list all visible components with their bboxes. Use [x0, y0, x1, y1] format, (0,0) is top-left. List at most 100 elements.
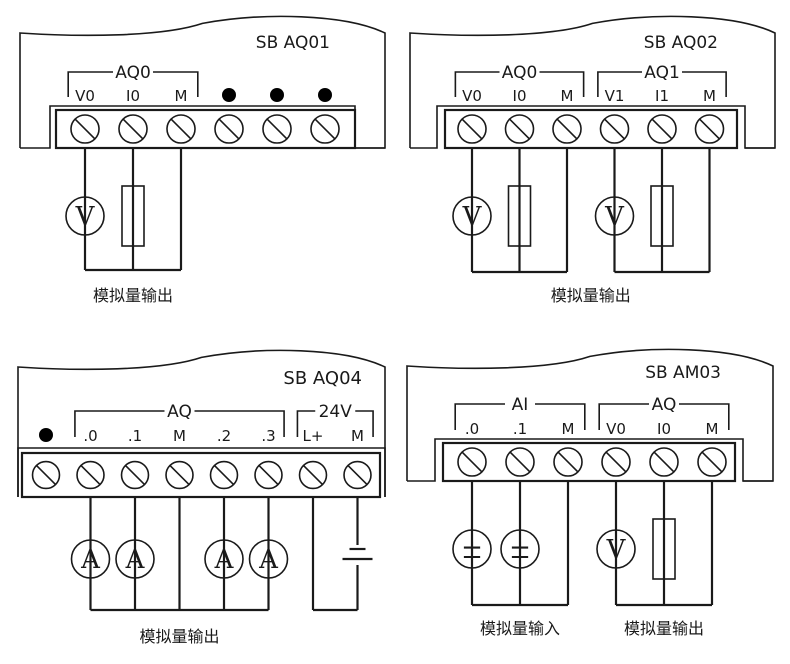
- diagram-caption: 模拟量输出: [551, 286, 631, 305]
- screw-slot: [556, 118, 578, 140]
- ammeter-icon: A: [204, 539, 244, 579]
- terminal-label: M: [703, 87, 716, 105]
- screw-head: [553, 447, 583, 477]
- screw-slot: [302, 464, 324, 486]
- screw-head: [262, 114, 292, 144]
- source-icon: ±: [500, 529, 540, 569]
- meter-circle: [65, 196, 105, 236]
- meter-symbol: A: [258, 545, 279, 575]
- terminal-label: M: [173, 427, 186, 445]
- module-model-label: SB AQ01: [256, 33, 330, 53]
- screw-head: [70, 114, 100, 144]
- meter-symbol: V: [462, 202, 483, 232]
- screw-slot: [122, 118, 144, 140]
- screw-head: [504, 114, 535, 144]
- terminal-label: M: [706, 420, 719, 438]
- module-model-label: SB AQ02: [644, 33, 718, 53]
- screw-terminal: [118, 114, 148, 144]
- bracket-line: [454, 403, 586, 430]
- screw-head: [166, 114, 196, 144]
- screw-slot: [509, 118, 530, 140]
- screw-head: [649, 447, 679, 477]
- screw-terminal: [504, 114, 535, 144]
- screw-head: [310, 114, 340, 144]
- screw-terminal: [166, 114, 196, 144]
- terminal-label: V0: [606, 420, 626, 438]
- screw-terminal: [310, 114, 340, 144]
- terminal-label: .1: [128, 427, 142, 445]
- resistor-icon: [652, 518, 676, 580]
- meter-symbol: V: [606, 535, 627, 565]
- screw-terminal: [601, 447, 631, 477]
- terminal-block: [443, 108, 739, 150]
- screw-terminal: [31, 460, 61, 490]
- screw-head: [214, 114, 244, 144]
- bracket-line: [454, 71, 585, 97]
- screw-head: [601, 447, 631, 477]
- meter-symbol: A: [125, 545, 146, 575]
- voltmeter-icon: V: [452, 196, 492, 236]
- screw-slot: [213, 464, 235, 486]
- bracket-line: [597, 71, 727, 97]
- bracket-line: [598, 403, 730, 430]
- screw-slot: [169, 464, 190, 486]
- group-bracket-ai: AI: [454, 395, 586, 430]
- group-label: AI: [512, 395, 529, 415]
- screw-head: [118, 114, 148, 144]
- meter-symbol: ±: [509, 535, 531, 565]
- voltmeter-icon: V: [594, 196, 635, 236]
- terminal-label: .0: [465, 420, 479, 438]
- group-bracket-aq: AQ: [598, 395, 730, 430]
- screw-terminal: [214, 114, 244, 144]
- screw-head: [599, 114, 630, 144]
- diagram-caption: 模拟量输出: [139, 627, 219, 646]
- screw-terminal: [457, 114, 487, 144]
- group-bracket-aq: AQ: [74, 402, 285, 437]
- meter-circle: [500, 529, 540, 569]
- meter-symbol: ±: [461, 535, 483, 565]
- screw-slot: [651, 118, 673, 140]
- screw-slot: [266, 118, 288, 140]
- screw-head: [31, 460, 61, 490]
- meter-circle: [596, 529, 636, 569]
- unused-terminal-dot-icon: [318, 88, 332, 102]
- module-housing: [406, 348, 774, 482]
- terminal-label: M: [562, 420, 575, 438]
- screw-slot: [80, 464, 101, 486]
- screw-slot: [74, 118, 96, 140]
- screw-head: [120, 460, 150, 490]
- screw-slot: [461, 118, 483, 140]
- terminal-label: .0: [83, 427, 97, 445]
- terminal-label: M: [351, 427, 364, 445]
- screw-terminal: [165, 460, 194, 490]
- resistor-icon: [650, 185, 674, 247]
- screw-head: [647, 114, 677, 144]
- terminal-label: I0: [513, 87, 527, 105]
- group-label: AQ: [652, 395, 677, 415]
- screw-slot: [258, 464, 279, 486]
- voltmeter-icon: V: [596, 529, 636, 569]
- terminal-label: M: [561, 87, 574, 105]
- terminal-block: [441, 441, 737, 483]
- screw-slot: [124, 464, 146, 486]
- terminal-recess: [20, 105, 385, 149]
- screw-terminal: [209, 460, 239, 490]
- voltmeter-icon: V: [65, 196, 105, 236]
- terminal-block: [54, 108, 357, 150]
- source-icon: ±: [452, 529, 492, 569]
- module-housing: [19, 15, 386, 149]
- bracket-line: [67, 71, 199, 97]
- screw-slot: [557, 451, 579, 473]
- module-housing: [17, 349, 386, 497]
- group-label: 24V: [319, 402, 353, 422]
- module-model-label: SB AQ04: [283, 368, 362, 389]
- screw-head: [165, 460, 194, 490]
- meter-circle: [204, 539, 244, 579]
- terminal-label: .1: [513, 420, 527, 438]
- screw-terminal: [552, 114, 582, 144]
- meter-circle: [248, 539, 289, 579]
- diagram-caption: 模拟量输出: [93, 286, 173, 305]
- terminal-label: .2: [217, 427, 231, 445]
